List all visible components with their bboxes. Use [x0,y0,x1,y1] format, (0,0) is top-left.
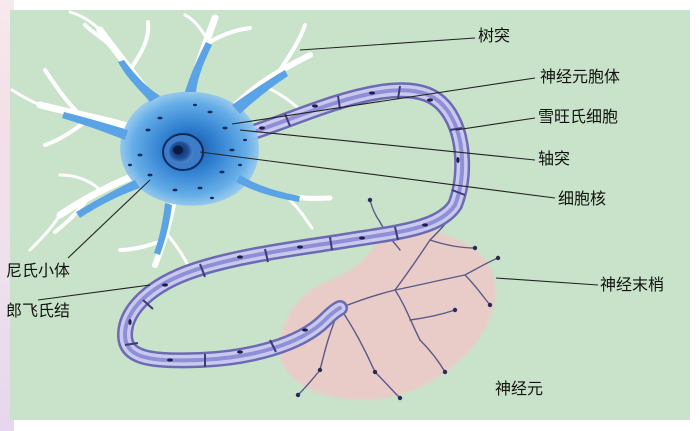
label-node-of-ranvier: 郎飞氏结 [6,302,70,320]
nerve-ending-halo [279,228,495,399]
label-cell-body: 神经元胞体 [540,68,620,86]
label-axon: 轴突 [538,150,570,168]
leader-nerve-ending [496,278,598,285]
label-nucleus: 细胞核 [558,190,606,208]
label-schwann-cell: 雪旺氏细胞 [538,108,618,126]
leader-schwann-cell [456,118,535,130]
label-neuron: 神经元 [495,380,543,398]
label-dendrite: 树突 [478,27,510,45]
leader-nucleus [200,152,555,198]
leader-lines [38,38,598,300]
label-nissl-body: 尼氏小体 [6,262,70,280]
leader-axon [240,130,535,160]
nucleus [163,134,203,170]
label-nerve-ending: 神经末梢 [600,276,664,294]
leader-dendrite [300,38,475,50]
